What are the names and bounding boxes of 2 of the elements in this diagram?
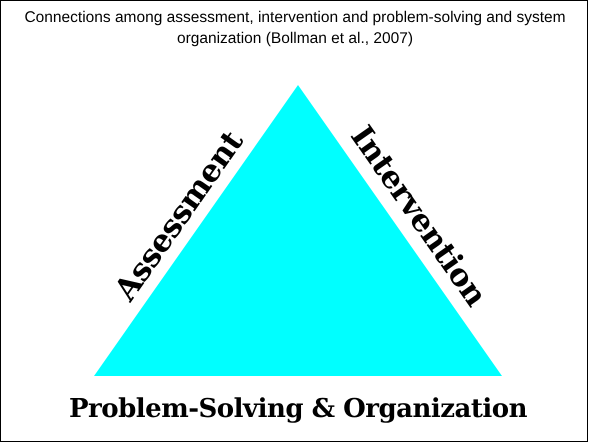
base-label: Problem-Solving & Organization bbox=[69, 394, 528, 424]
title: Connections among assessment, intervention and problem-solving and system organization (Bollman et al., 2007) bbox=[23, 8, 567, 49]
